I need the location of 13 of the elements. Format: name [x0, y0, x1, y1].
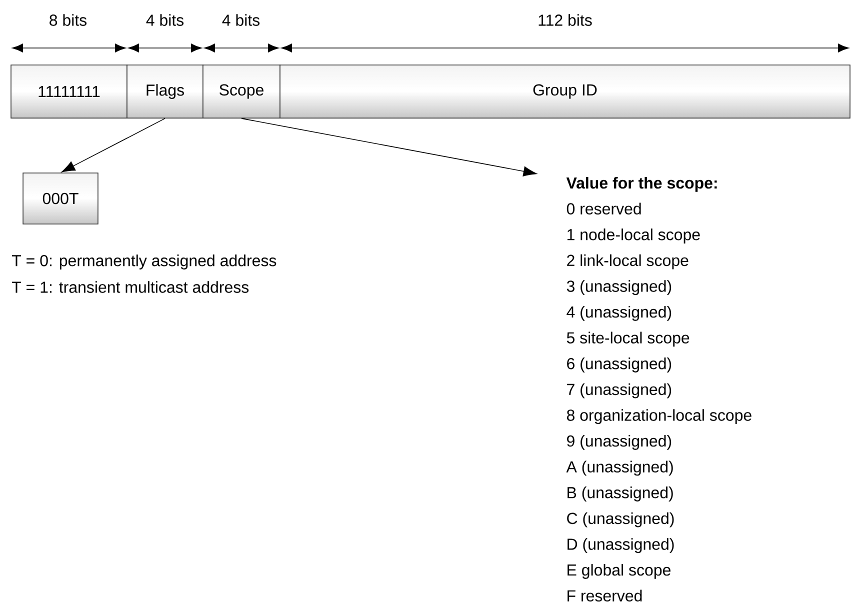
scope-value-list: Value for the scope: 0 reserved 1 node-local scope 2 link-local scope 3 (unassigned) 4 (unassigned) 5 site-local scope 6 (unassigned) 7 (unassigned) 8 organization-local scope 9 (unassigned) A (unassigned) B (unassigned) C (unassigned) D (unassigned) E global scope F reserved [566, 176, 752, 602]
bit-width-label: 4 bits [146, 14, 184, 26]
field-box: Flags [126, 64, 204, 118]
bit-width-label: 112 bits [538, 14, 592, 26]
bit-width-label: 8 bits [50, 14, 87, 26]
note-text: T = 1: transient multicast address [12, 281, 249, 293]
note-text: T = 0: permanently assigned address [12, 254, 276, 270]
arrow [62, 118, 166, 172]
field-box: 11111111 [10, 64, 128, 118]
arrow [241, 118, 537, 176]
bit-width-label: 4 bits [222, 14, 260, 26]
field-box: Scope [202, 64, 280, 118]
value-box: 000T [22, 172, 98, 224]
